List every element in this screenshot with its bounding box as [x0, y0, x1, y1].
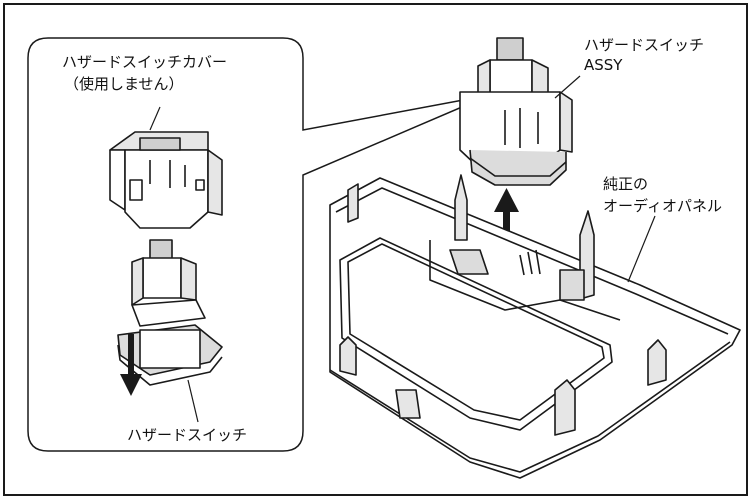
hazard-switch-label: ハザードスイッチ	[127, 426, 248, 444]
audio-panel-label-line1: 純正の	[603, 175, 649, 193]
hazard-switch-assy-drawing	[459, 37, 573, 186]
switch-assy-label-line1: ハザードスイッチ	[584, 36, 705, 54]
audio-panel-drawing	[329, 174, 741, 479]
leader-switch-assy	[554, 75, 581, 99]
leader-hazard-switch	[187, 379, 199, 423]
removal-arrow	[120, 334, 142, 396]
cover-label-line1: ハザードスイッチカバー	[62, 53, 228, 71]
diagram-frame	[3, 3, 748, 496]
leader-cover	[149, 106, 161, 131]
audio-panel-label-line2: オーディオパネル	[603, 197, 722, 215]
hazard-switch-cover-drawing	[109, 131, 223, 229]
cover-label-line2: （使用しません）	[64, 75, 184, 93]
switch-assy-label-line2: ASSY	[584, 56, 623, 74]
leader-audio-panel	[627, 215, 656, 283]
hazard-switch-drawing	[117, 239, 223, 386]
leader-lines	[149, 75, 656, 423]
